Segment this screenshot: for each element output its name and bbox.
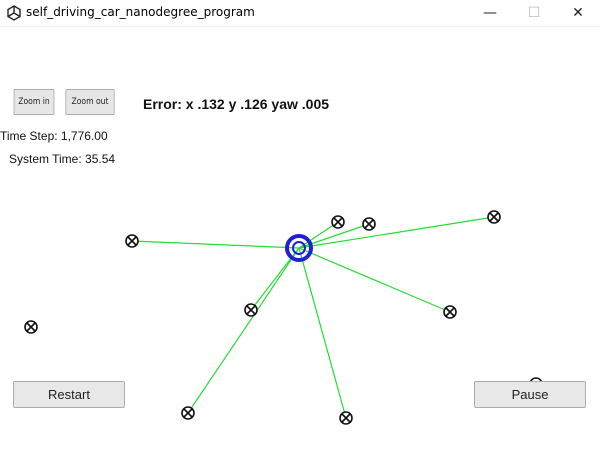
minimize-button[interactable]: — xyxy=(483,5,497,21)
landmark-icon xyxy=(443,305,457,319)
landmark-icon xyxy=(331,215,345,229)
observation-line xyxy=(298,247,347,419)
observation-line xyxy=(187,247,300,414)
observation-line xyxy=(131,240,300,249)
landmark-icon xyxy=(181,406,195,420)
restart-button[interactable]: Restart xyxy=(13,381,125,408)
window-titlebar: self_driving_car_nanodegree_program — ☐ … xyxy=(0,0,600,27)
window-title: self_driving_car_nanodegree_program xyxy=(26,5,255,19)
unity-icon xyxy=(7,5,21,21)
observation-line xyxy=(298,247,451,313)
landmark-icon xyxy=(339,411,353,425)
observation-line xyxy=(298,216,495,249)
observation-line xyxy=(298,221,339,249)
close-button[interactable]: ✕ xyxy=(572,5,584,21)
maximize-button[interactable]: ☐ xyxy=(527,5,541,21)
landmark-icon xyxy=(24,320,38,334)
car-marker xyxy=(285,234,313,262)
system-time-label: System Time: 35.54 xyxy=(9,152,116,166)
landmark-icon xyxy=(244,303,258,317)
error-readout: Error: x .132 y .126 yaw .005 xyxy=(143,96,330,112)
time-step-label: Time Step: 1,776.00 xyxy=(0,129,108,143)
zoom-in-button[interactable]: Zoom in xyxy=(13,89,55,115)
landmark-icon xyxy=(487,210,501,224)
observation-lines xyxy=(131,216,495,419)
pause-button[interactable]: Pause xyxy=(474,381,586,408)
landmark-icon xyxy=(362,217,376,231)
zoom-out-button[interactable]: Zoom out xyxy=(65,89,115,115)
landmark-icon xyxy=(125,234,139,248)
